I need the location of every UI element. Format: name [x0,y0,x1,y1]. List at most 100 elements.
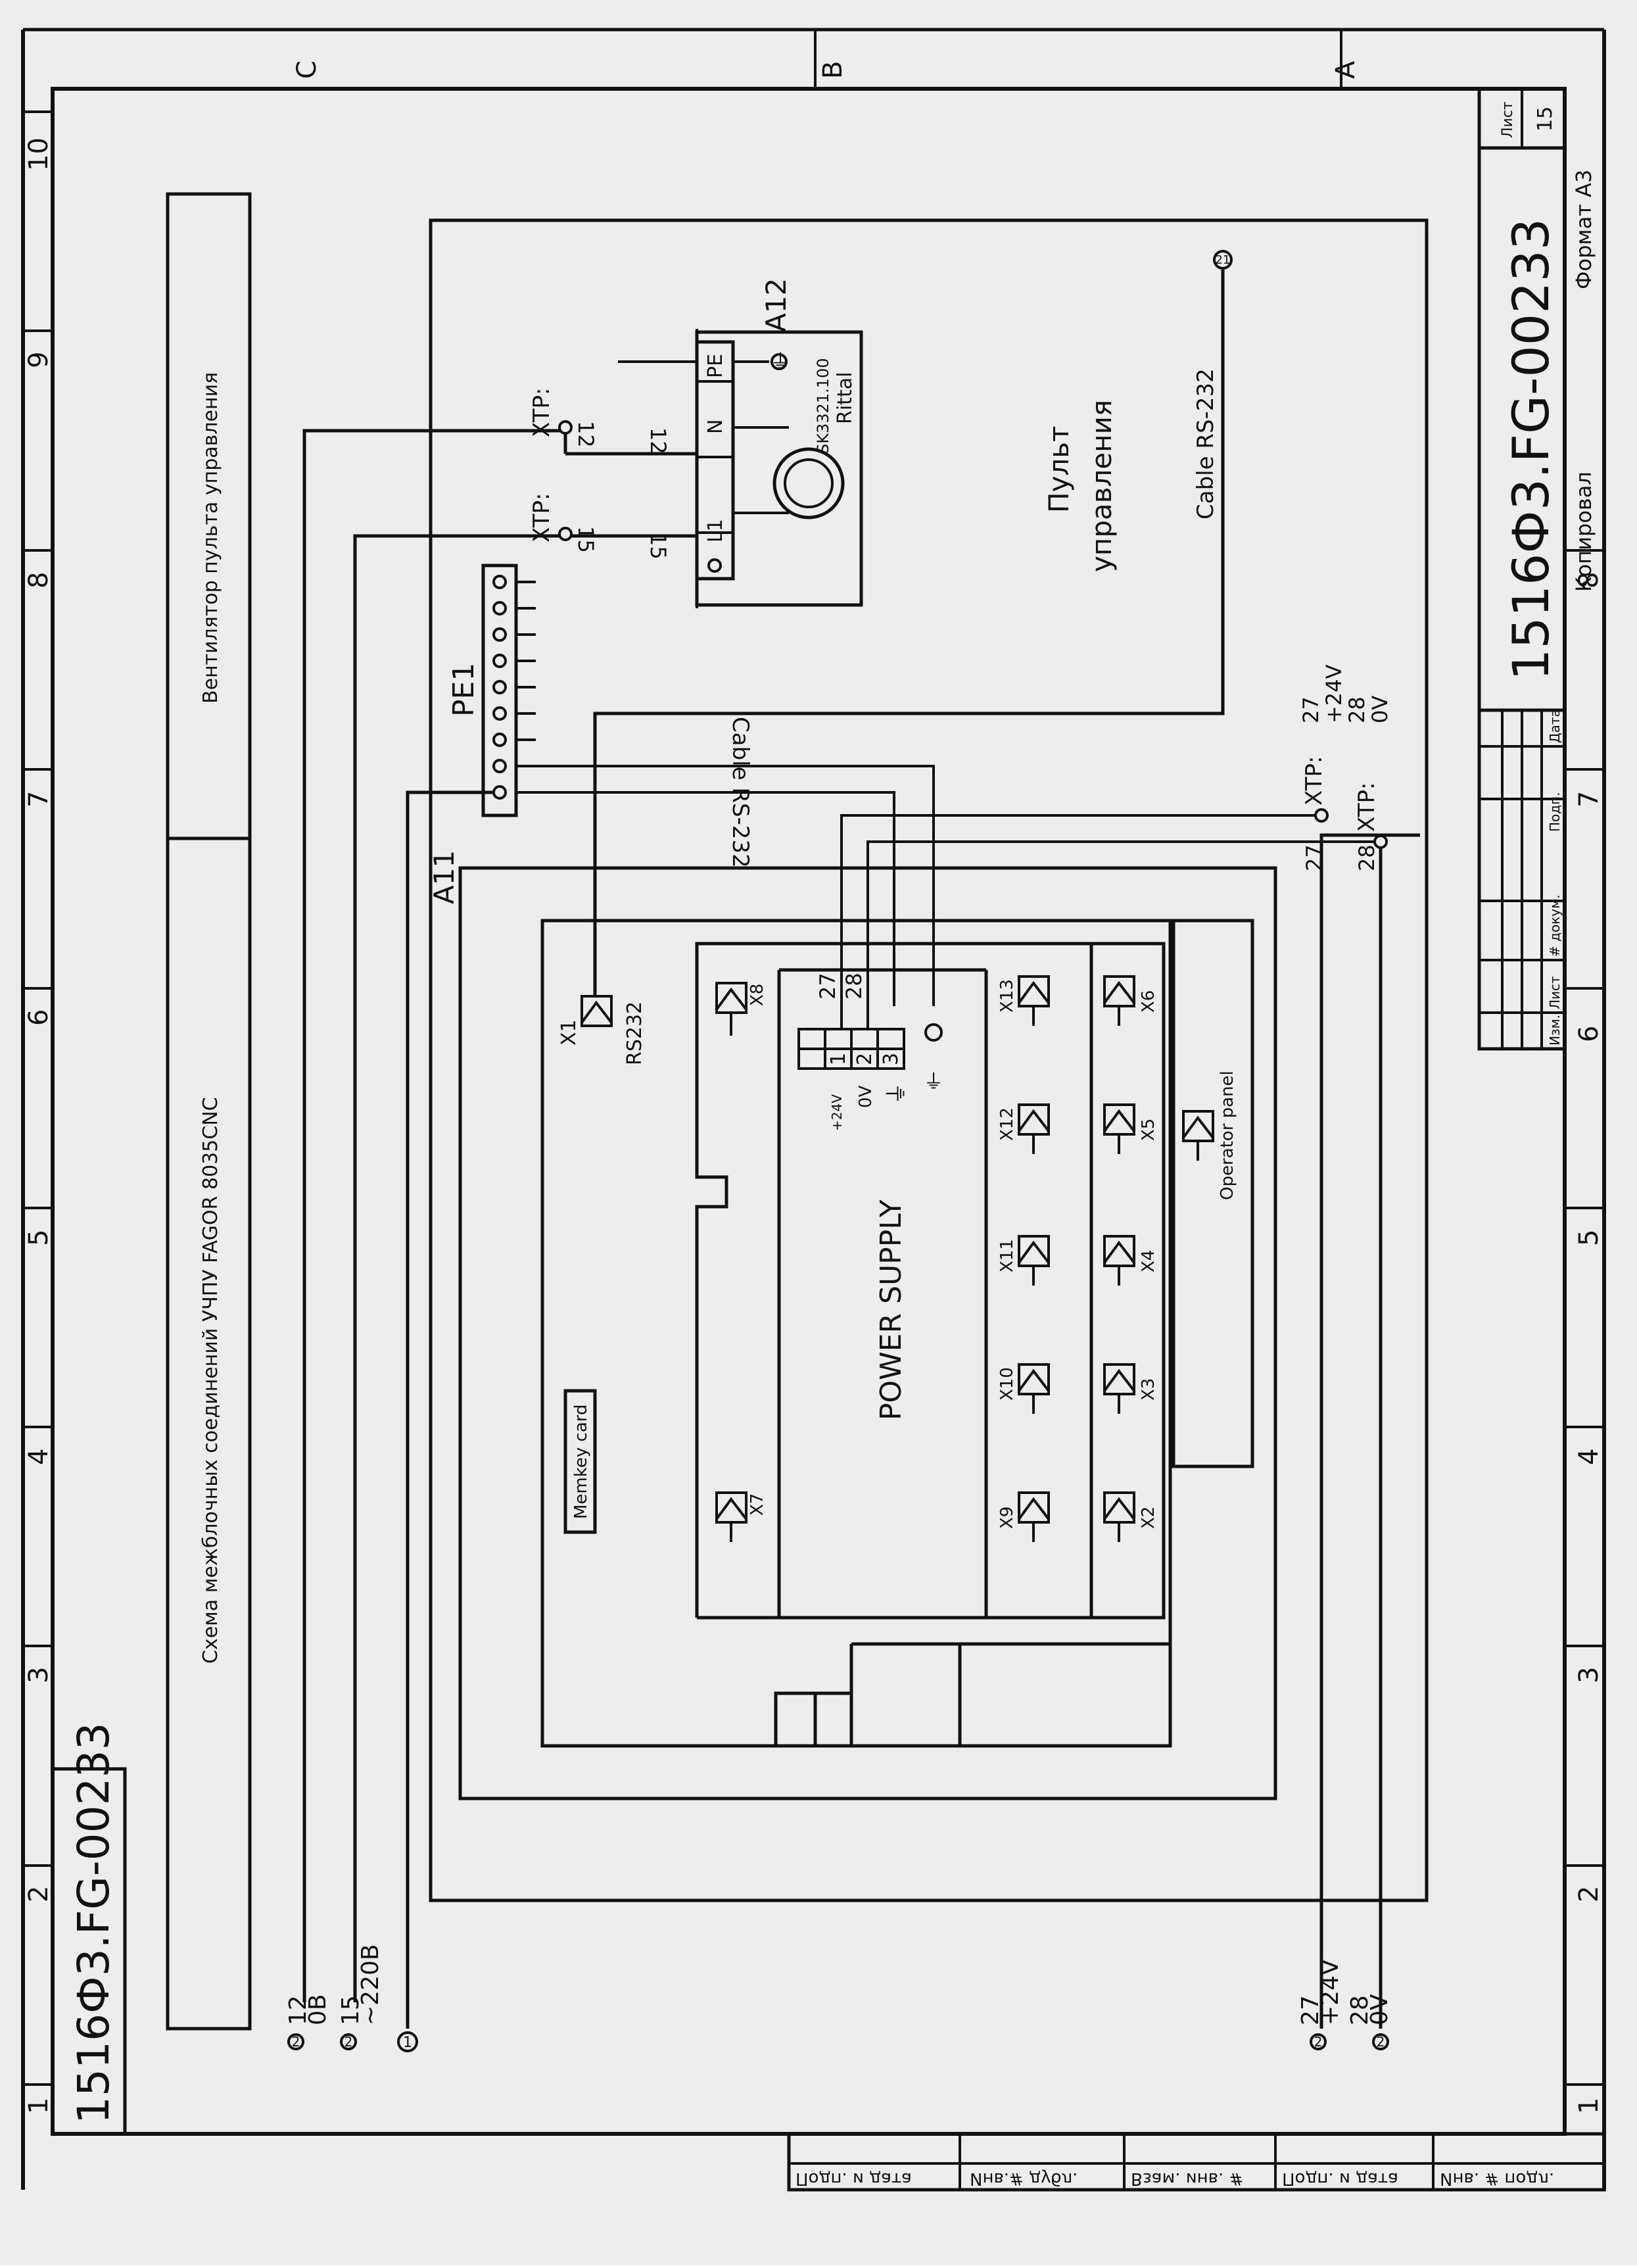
left-feed-wires: 2 2 1 12 0В 15 ~220В [285,429,697,2052]
connector-x6: X6 [1139,990,1158,1013]
zone-number: 1 [1574,2098,1604,2114]
side-stamp-cell: Инв. # подл. [1440,2169,1554,2188]
zone-number: 8 [24,572,54,589]
zone-numbers-right: 1 2 3 4 5 6 7 8 [1574,572,1604,2114]
sheet-ref: 2 [344,2034,353,2050]
wire-label-27: 27 [1297,1995,1324,2025]
zone-number: 5 [1574,1230,1604,1246]
a11-label: A11 [428,850,460,904]
zone-number: 3 [24,1667,54,1683]
a12-pin-n: N [704,420,727,434]
terminal-pin-1: 1 [827,1053,850,1065]
zone-number: 6 [24,1009,54,1026]
bottom-feed-wires: 2 2 27 +24V 28 0V [1297,833,1420,2050]
wire-label-24v: +24V [1317,1959,1344,2025]
xtp-label: XTP: [1354,783,1380,832]
pe1-screws [492,575,536,800]
sheet-header: Лист [1500,101,1516,138]
dc-supply-wires: XTP: XTP: 27 28 27 +24V 28 0V [840,664,1392,1029]
x1-label: X1 [558,1019,581,1046]
zone-number: 7 [1574,791,1604,808]
format-label: Формат А3 [1571,170,1596,289]
header-cell: # докум. [1547,894,1563,957]
wire-label-12: 12 [285,1995,312,2025]
connectors-row-1: X9 X10 X11 X12 X13 [997,975,1050,1542]
sheet-ref: 2 [1314,2034,1323,2050]
wire-label-27: 27 [1302,844,1327,871]
sig-24v: +24V [1321,664,1346,723]
wire-label-28: 28 [1346,1995,1373,2025]
title-block: 1516Ф3.FG-00233 Лист 15 Копировал Формат… [1477,87,1596,1051]
xtp-label: XTP: [529,388,555,437]
copied-label: Копировал [1571,471,1596,592]
a12-fan-model: SK3321.100 [814,358,832,454]
header-cell: Лист [1547,976,1563,1009]
header-cell: Подп. [1547,792,1563,832]
wire-label-0v: 0V [1366,1994,1393,2025]
side-stamp-cell: Подп. и дата [795,2169,912,2188]
zone-number: 6 [1574,1026,1604,1042]
connector-x3: X3 [1139,1378,1158,1401]
sheet-number: 15 [1534,107,1557,132]
a12-pin-l1: L1 [704,519,727,543]
rs232-cable: Cable RS-232 [593,270,1225,996]
power-supply-label: POWER SUPPLY [874,1199,908,1420]
connector-x5: X5 [1139,1119,1158,1141]
zone-number: 2 [1574,1886,1604,1902]
doc-number-stamp-text: 1516Ф3.FG-00233 [68,1722,119,2124]
sheet-ref: 2 [292,2034,300,2050]
wire-12-right: 12 [646,427,671,454]
connector-x2: X2 [1139,1507,1158,1529]
cable-label: Cable RS-232 [1193,368,1219,519]
zone-letters: C B A [292,60,1361,79]
terminal-wire-28: 28 [842,973,866,1000]
wire-label-28: 28 [1354,844,1379,871]
wire-15-left: 15 [573,526,598,553]
memkey-card-label: Memkey card [571,1405,591,1520]
side-stamp-cell: Взам. инв. # [1131,2169,1243,2188]
pe1-ground-bar: PE1 [447,564,935,1006]
plus24v-label: +24V [829,1094,845,1131]
zone-number: 8 [1574,572,1604,589]
connector-x10: X10 [997,1367,1017,1401]
connector-x12: X12 [997,1107,1017,1141]
header-cell: Изм. [1547,1015,1563,1046]
sig-27: 27 [1298,696,1323,723]
console-title-line2: управления [1085,400,1118,572]
a12-fan: L1 N PE ⏚ A12 SK3321.100 Rittal [618,278,863,608]
console-title-line1: Пульт [1043,425,1075,513]
drawing-frame [21,28,1606,2190]
zone-number: 7 [24,791,54,808]
connector-x13: X13 [997,979,1017,1013]
title-block-doc-number: 1516Ф3.FG-00233 [1502,218,1560,681]
zone-number: 4 [1574,1449,1604,1465]
terminal-pin-2: 2 [853,1053,876,1065]
wire-label-0v: 0В [304,1994,331,2025]
wire-12-left: 12 [573,421,598,448]
header-cell: Дата [1547,709,1563,743]
side-stamp-cell: Подп. и дата [1282,2169,1398,2188]
diagram-title: Схема межблочных соединений УЧПУ FAGOR 8… [199,1097,222,1664]
terminal-wire-27: 27 [815,973,840,1000]
xtp-label: XTP: [1301,756,1327,806]
zone-number: 1 [24,2098,54,2114]
rs232-label: RS232 [623,1001,646,1065]
side-stamp-cell: Инв.# дубл. [970,2169,1078,2188]
a12-pin-pe: PE [704,354,727,378]
x8-label: X8 [747,984,767,1006]
sig-28: 28 [1344,696,1369,723]
diagram-subtitle: Вентилятор пульта управления [199,372,222,704]
sheet-ref: 21 [1216,253,1231,267]
zone-number: 9 [24,352,54,368]
ground-icon: ⏚ [924,1071,943,1094]
sheet-ref: 1 [403,2035,412,2051]
sig-0v: 0V [1367,696,1392,723]
zone-number: 3 [1574,1667,1604,1683]
pe1-label: PE1 [447,663,481,717]
zone-number: 4 [24,1449,54,1465]
connector-x11: X11 [997,1239,1017,1272]
zone-numbers-left: 1 2 3 4 5 6 7 8 9 10 [24,137,54,2114]
doc-number-stamp: 1516Ф3.FG-00233 [51,1722,127,2136]
